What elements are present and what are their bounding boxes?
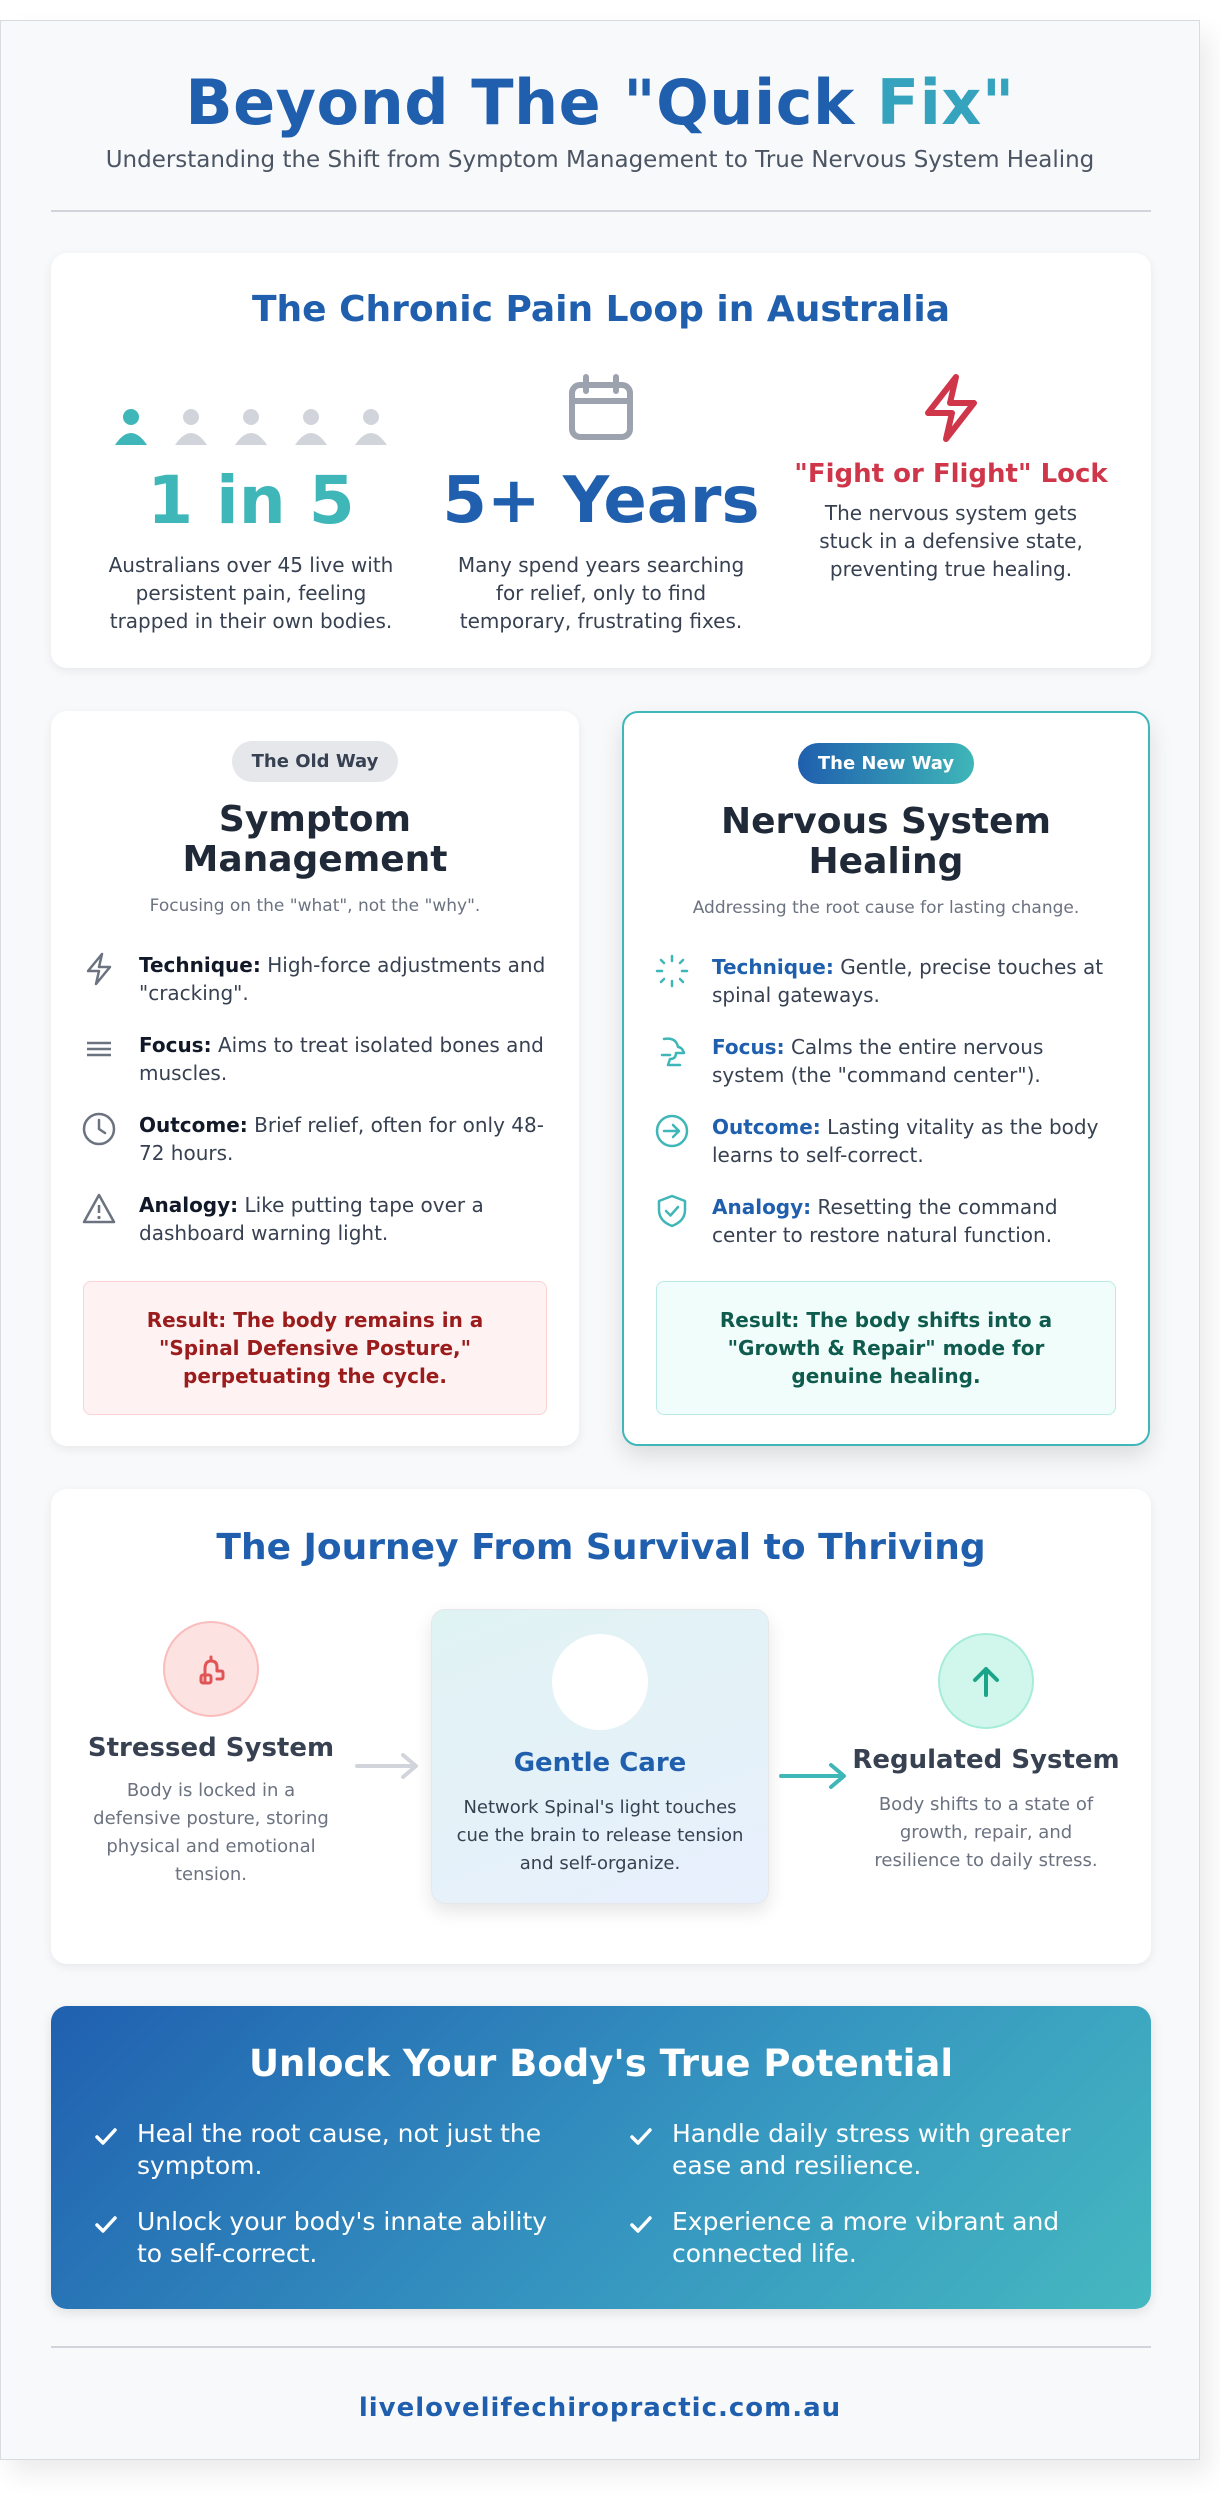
stat-value: "Fight or Flight" Lock: [794, 459, 1108, 489]
clock-icon: [82, 1112, 116, 1146]
stat-one-in-five: 1 in 5 Australians over 45 live with per…: [86, 383, 416, 635]
new-way-card: The New Way Nervous System Healing Addre…: [622, 711, 1150, 1446]
stage-title: Stressed System: [87, 1733, 335, 1763]
brain-icon: [660, 1037, 686, 1067]
shield-check-icon: [657, 1194, 687, 1228]
person-icon: [235, 409, 267, 445]
old-way-badge: The Old Way: [231, 741, 399, 782]
stage-title: Gentle Care: [513, 1748, 687, 1778]
warning-icon: [82, 1193, 116, 1224]
cta-panel: Unlock Your Body's True Potential Heal t…: [51, 2006, 1151, 2309]
page-subtitle: Understanding the Shift from Symptom Man…: [105, 147, 1095, 173]
footer-divider: [51, 2346, 1151, 2348]
infographic-page: Beyond The "Quick Fix" Understanding the…: [0, 20, 1200, 2460]
new-way-badge: The New Way: [797, 743, 975, 784]
stage-description: Body is locked in a defensive posture, s…: [93, 1780, 329, 1885]
sparkle-icon: [655, 954, 689, 988]
check-icon: [630, 2216, 652, 2233]
journey-stage-stressed: Stressed System Body is locked in a defe…: [81, 1621, 341, 1889]
stat-value: 1 in 5: [147, 462, 355, 539]
footer-website-link[interactable]: livelovelifechiropractic.com.au: [358, 2393, 842, 2423]
journey-stage-regulated: Regulated System Body shifts to a state …: [851, 1633, 1121, 1875]
stage-title: Regulated System: [852, 1745, 1120, 1775]
stage-description: Body shifts to a state of growth, repair…: [874, 1794, 1098, 1871]
old-way-item: Technique: High-force adjustments and "c…: [81, 951, 549, 1007]
new-way-result: Result: The body shifts into a "Growth &…: [656, 1281, 1116, 1415]
new-way-item: Analogy: Resetting the command center to…: [654, 1193, 1118, 1249]
new-way-subtitle: Addressing the root cause for lasting ch…: [692, 898, 1080, 918]
stat-fight-or-flight: "Fight or Flight" Lock The nervous syste…: [786, 373, 1116, 583]
arrow-right-icon: [779, 1763, 846, 1789]
stat-description: Many spend years searching for relief, o…: [457, 553, 745, 633]
stat-description: Australians over 45 live with persistent…: [108, 553, 394, 633]
person-icon-highlight: [115, 409, 147, 445]
person-icon: [355, 409, 387, 445]
cta-benefit: Experience a more vibrant and connected …: [626, 2206, 1106, 2270]
pain-loop-card: The Chronic Pain Loop in Australia 1 in …: [51, 253, 1151, 668]
arrow-up-icon: [938, 1633, 1034, 1729]
stat-value: 5+ Years: [442, 464, 760, 538]
old-way-item: Analogy: Like putting tape over a dashbo…: [81, 1191, 549, 1247]
person-icon: [295, 409, 327, 445]
new-way-title: Nervous System Healing: [720, 801, 1052, 882]
page-title: Beyond The "Quick Fix": [185, 66, 1015, 139]
stat-description: The nervous system gets stuck in a defen…: [819, 501, 1083, 581]
journey-card: The Journey From Survival to Thriving St…: [51, 1489, 1151, 1964]
new-way-item: Technique: Gentle, precise touches at sp…: [654, 953, 1118, 1009]
check-icon: [95, 2216, 117, 2233]
lines-icon: [87, 1041, 111, 1057]
new-way-item: Outcome: Lasting vitality as the body le…: [654, 1113, 1118, 1169]
header-divider: [51, 210, 1151, 212]
new-way-item: Focus: Calms the entire nervous system (…: [654, 1033, 1118, 1089]
people-icons: [86, 383, 416, 447]
stress-icon: [163, 1621, 259, 1717]
old-way-subtitle: Focusing on the "what", not the "why".: [149, 896, 481, 916]
old-way-item: Focus: Aims to treat isolated bones and …: [81, 1031, 549, 1087]
stage-description: Network Spinal's light touches cue the b…: [456, 1797, 744, 1874]
cta-title: Unlock Your Body's True Potential: [248, 2042, 954, 2085]
old-way-card: The Old Way Symptom Management Focusing …: [51, 711, 579, 1446]
cta-benefit: Unlock your body's innate ability to sel…: [91, 2206, 571, 2270]
lightning-icon: [86, 952, 112, 986]
cta-benefit: Handle daily stress with greater ease an…: [626, 2118, 1106, 2182]
arrow-right-icon: [355, 1753, 418, 1779]
cta-benefit: Heal the root cause, not just the sympto…: [91, 2118, 571, 2182]
old-way-item: Outcome: Brief relief, often for only 48…: [81, 1111, 549, 1167]
stat-five-years: 5+ Years Many spend years searching for …: [436, 373, 766, 635]
check-icon: [630, 2128, 652, 2145]
calendar-icon: [436, 373, 766, 447]
person-icon: [175, 409, 207, 445]
journey-title: The Journey From Survival to Thriving: [216, 1527, 986, 1568]
check-icon: [95, 2128, 117, 2145]
pain-loop-title: The Chronic Pain Loop in Australia: [251, 289, 951, 330]
lightning-icon: [786, 373, 1116, 447]
old-way-result: Result: The body remains in a "Spinal De…: [83, 1281, 547, 1415]
old-way-title: Symptom Management: [182, 799, 448, 880]
arrow-circle-icon: [655, 1114, 689, 1148]
hand-icon: [552, 1634, 648, 1730]
journey-stage-gentle-care: Gentle Care Network Spinal's light touch…: [431, 1609, 769, 1904]
